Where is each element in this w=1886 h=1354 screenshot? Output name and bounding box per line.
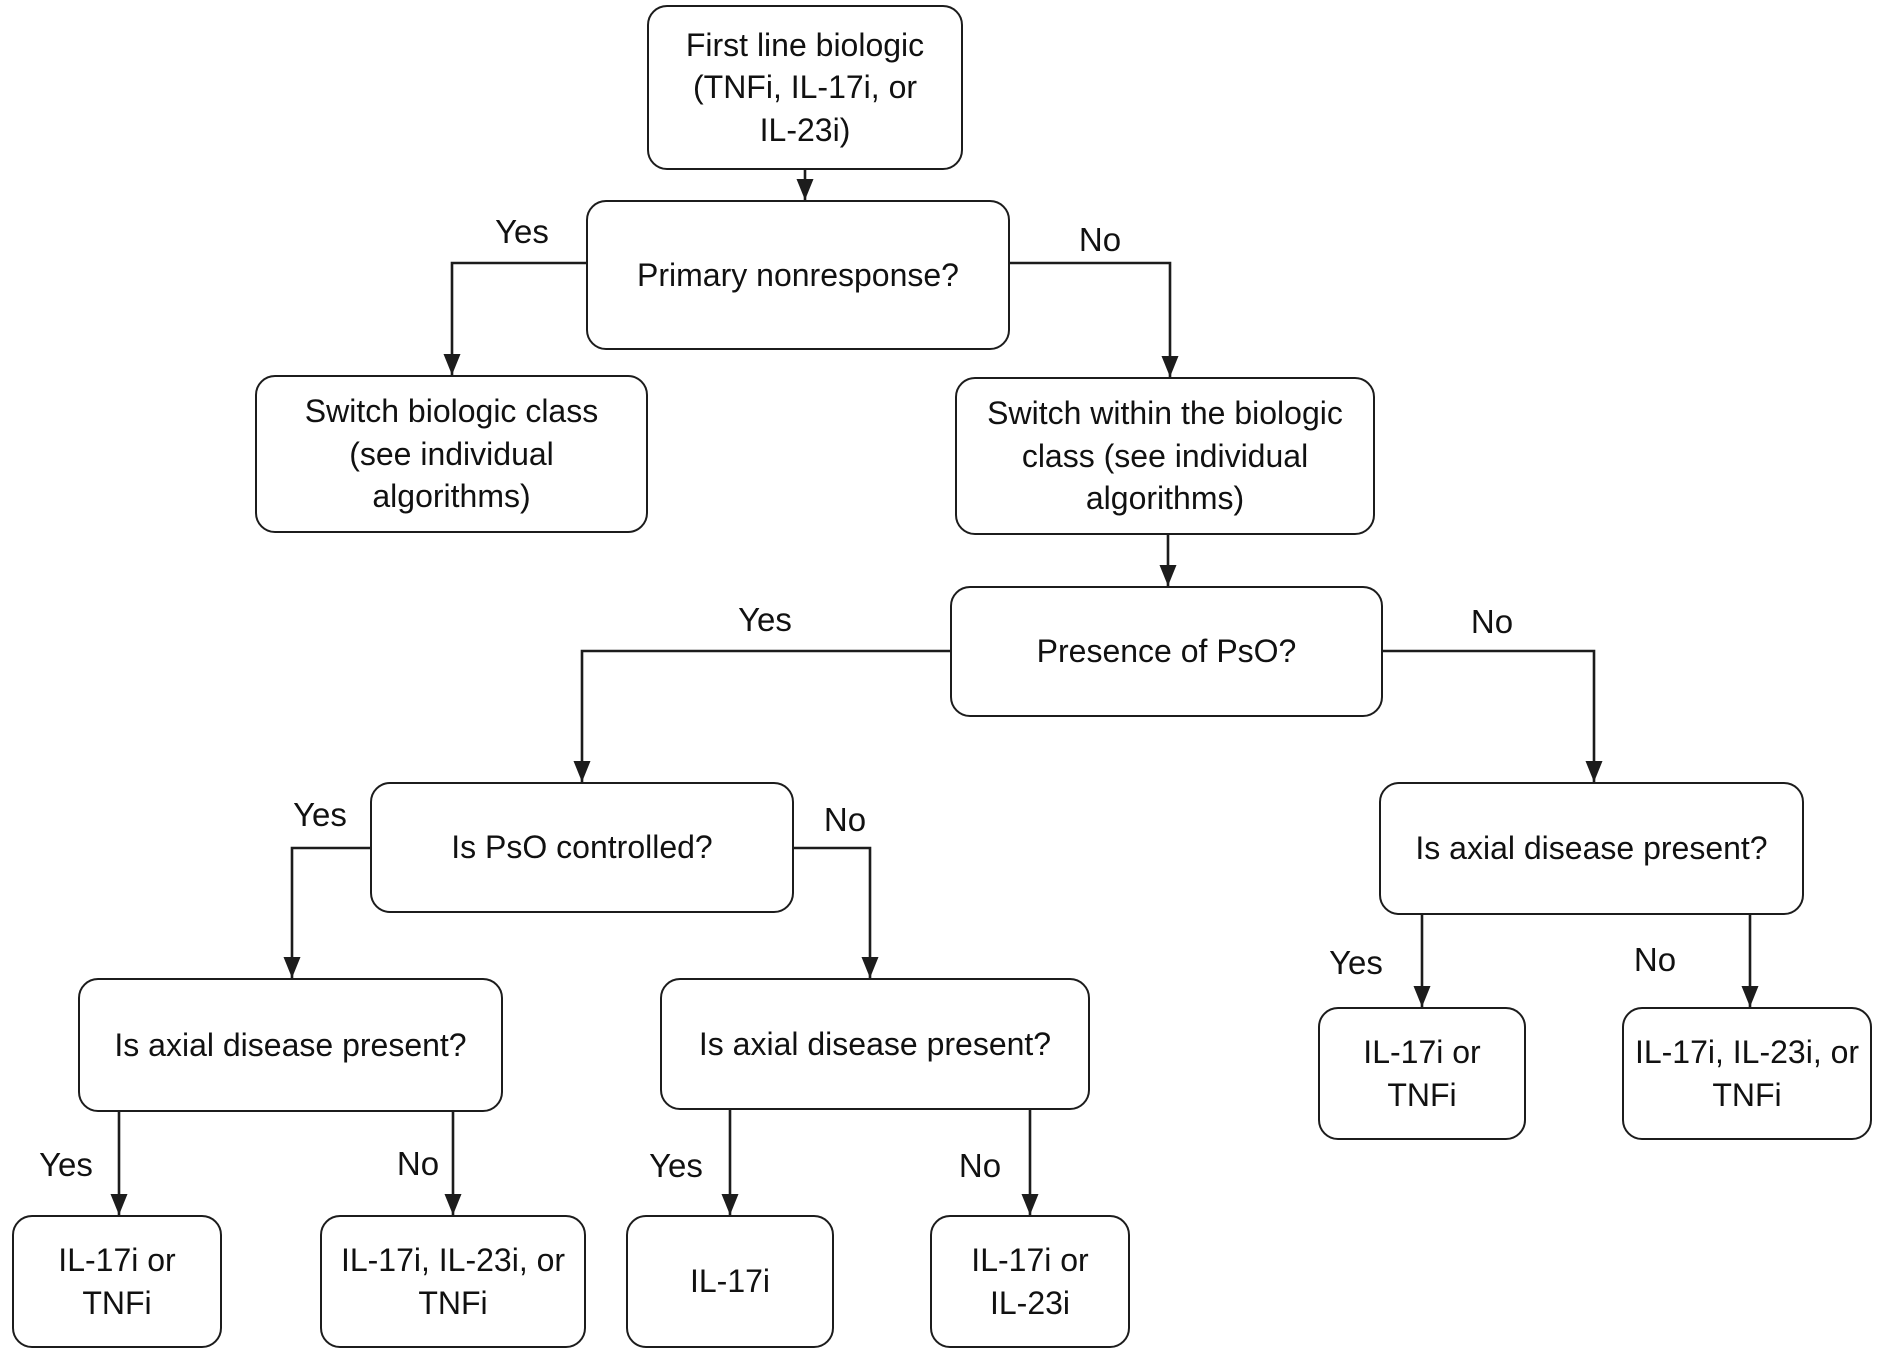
node-leaf-il17i-il23i-tnfi-right: IL-17i, IL-23i, or TNFi [1622, 1007, 1872, 1140]
edge-presence-no-label: No [1470, 603, 1514, 640]
edge-axialleft-no-arrowhead-icon [444, 1194, 462, 1215]
node-switch-within-class: Switch within the biologic class (see in… [955, 377, 1375, 535]
edge-presence-no-line [1383, 649, 1596, 782]
node-leaf-il17i-il23i-label: IL-17i or IL-23i [971, 1241, 1089, 1321]
edge-axialright-yes-arrowhead-icon [1413, 986, 1431, 1007]
edge-switchwithin-to-presence-arrowhead-icon [1159, 565, 1177, 586]
node-leaf-il17i-tnfi-left: IL-17i or TNFi [12, 1215, 222, 1348]
edge-primary-yes-arrowhead-icon [443, 354, 461, 375]
edge-primary-no-label: No [1078, 221, 1122, 258]
edge-axialleft-yes-label: Yes [39, 1146, 93, 1183]
node-leaf-il17i-tnfi-right: IL-17i or TNFi [1318, 1007, 1526, 1140]
node-leaf-il17i: IL-17i [626, 1215, 834, 1348]
edge-psocontrolled-yes-arrowhead-icon [283, 957, 301, 978]
node-leaf-il17i-il23i: IL-17i or IL-23i [930, 1215, 1130, 1348]
node-leaf-il17i-tnfi-left-label: IL-17i or TNFi [58, 1241, 176, 1321]
node-is-pso-controlled: Is PsO controlled? [370, 782, 794, 913]
edge-presence-yes-arrowhead-icon [573, 761, 591, 782]
edge-axialleft-yes-arrowhead-icon [110, 1194, 128, 1215]
node-leaf-il17i-label: IL-17i [689, 1263, 771, 1300]
node-switch-biologic-class-label: Switch biologic class (see individual al… [304, 393, 599, 515]
edge-primary-yes-line [450, 261, 586, 375]
edge-axialright-yes-label: Yes [1329, 944, 1383, 981]
node-primary-nonresponse: Primary nonresponse? [586, 200, 1010, 350]
edge-presence-no-arrowhead-icon [1585, 761, 1603, 782]
node-presence-of-pso-label: Presence of PsO? [1036, 633, 1297, 670]
edge-presence-yes-line [580, 649, 950, 782]
node-axial-disease-left: Is axial disease present? [78, 978, 503, 1112]
edge-axialright-no-arrowhead-icon [1741, 986, 1759, 1007]
edge-primary-no-line [1010, 261, 1172, 377]
edge-primary-yes-label: Yes [495, 213, 549, 250]
edge-psocontrolled-yes-line [290, 846, 370, 978]
edge-psocontrolled-no-arrowhead-icon [861, 957, 879, 978]
edge-axialmiddle-yes-arrowhead-icon [721, 1194, 739, 1215]
edge-psocontrolled-yes-label: Yes [293, 796, 347, 833]
node-axial-disease-right-label: Is axial disease present? [1415, 830, 1768, 867]
edge-firstline-to-primary-arrowhead-icon [796, 179, 814, 200]
node-axial-disease-right: Is axial disease present? [1379, 782, 1804, 915]
edge-primary-no-arrowhead-icon [1161, 356, 1179, 377]
edge-psocontrolled-no-line [794, 846, 872, 978]
edge-axialmiddle-no-arrowhead-icon [1021, 1194, 1039, 1215]
edge-axialright-no-label: No [1633, 941, 1677, 978]
edge-psocontrolled-no-label: No [823, 801, 867, 838]
node-axial-disease-left-label: Is axial disease present? [114, 1026, 467, 1063]
node-first-line-biologic: First line biologic (TNFi, IL-17i, or IL… [647, 5, 963, 170]
node-first-line-biologic-label: First line biologic (TNFi, IL-17i, or IL… [685, 26, 925, 148]
edge-axialmiddle-yes-label: Yes [649, 1147, 703, 1184]
node-leaf-il17i-il23i-tnfi-left: IL-17i, IL-23i, or TNFi [320, 1215, 586, 1348]
node-switch-within-class-label: Switch within the biologic class (see in… [987, 395, 1343, 517]
node-primary-nonresponse-label: Primary nonresponse? [637, 256, 959, 293]
edge-axialmiddle-no-label: No [958, 1147, 1002, 1184]
edge-presence-yes-label: Yes [738, 601, 792, 638]
node-switch-biologic-class: Switch biologic class (see individual al… [255, 375, 648, 533]
node-axial-disease-middle: Is axial disease present? [660, 978, 1090, 1110]
node-axial-disease-middle-label: Is axial disease present? [698, 1025, 1052, 1062]
node-leaf-il17i-il23i-tnfi-right-label: IL-17i, IL-23i, or TNFi [1634, 1033, 1860, 1113]
node-leaf-il17i-il23i-tnfi-left-label: IL-17i, IL-23i, or TNFi [340, 1241, 566, 1321]
node-is-pso-controlled-label: Is PsO controlled? [451, 829, 713, 866]
node-presence-of-pso: Presence of PsO? [950, 586, 1383, 717]
node-leaf-il17i-tnfi-right-label: IL-17i or TNFi [1363, 1033, 1481, 1113]
edge-axialleft-no-label: No [396, 1145, 440, 1182]
